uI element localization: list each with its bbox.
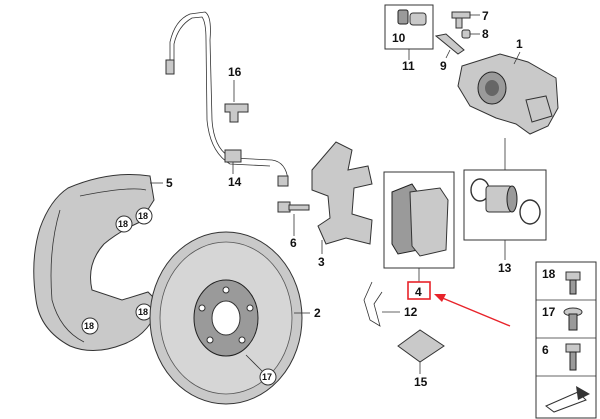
legend-bolt-17 <box>563 307 583 331</box>
anti-rattle-clip <box>363 281 383 327</box>
callout-15: 15 <box>414 375 428 389</box>
svg-text:18: 18 <box>138 307 148 317</box>
callout-4: 4 <box>415 285 422 299</box>
callout-17-disc: 17 <box>259 368 277 386</box>
callout-6: 6 <box>290 236 297 250</box>
brake-disc <box>149 231 303 405</box>
legend-18: 18 <box>542 267 556 281</box>
callout-1: 1 <box>516 37 523 51</box>
legend-bolt-18 <box>565 271 581 295</box>
callout-7: 7 <box>482 9 489 23</box>
legend-6: 6 <box>542 343 549 357</box>
highlight-arrow <box>434 294 511 327</box>
guide-sleeve <box>397 9 427 26</box>
dust-cap <box>461 29 471 39</box>
brake-pads <box>391 183 449 257</box>
callout-12: 12 <box>404 305 418 319</box>
callout-11: 11 <box>402 59 415 73</box>
callout-9: 9 <box>440 59 447 73</box>
legend-17: 17 <box>542 305 556 319</box>
piston-kit <box>470 178 541 225</box>
guide-pin <box>434 33 465 55</box>
caliper-carrier <box>311 141 373 245</box>
svg-text:18: 18 <box>138 211 148 221</box>
callout-18-upper-right: 18 <box>135 207 153 225</box>
repair-kit-bag <box>397 329 445 363</box>
callout-5: 5 <box>166 176 173 190</box>
hose-bracket <box>224 103 249 123</box>
legend-bolt-6 <box>565 343 581 371</box>
callout-18-lower-left: 18 <box>81 317 99 335</box>
bleeder-valve <box>451 11 471 29</box>
callout-18-upper-left: 18 <box>115 215 133 233</box>
callout-10: 10 <box>392 31 406 45</box>
callout-16: 16 <box>228 65 242 79</box>
svg-text:17: 17 <box>262 372 272 382</box>
brake-caliper <box>457 53 559 135</box>
callout-18-lower-right: 18 <box>135 303 153 321</box>
svg-text:18: 18 <box>84 321 94 331</box>
svg-text:18: 18 <box>118 219 128 229</box>
callout-13: 13 <box>498 261 512 275</box>
brake-hose <box>165 11 289 187</box>
highlight-box-4 <box>407 281 431 300</box>
callout-14: 14 <box>228 175 242 189</box>
callout-8: 8 <box>482 27 489 41</box>
legend-arrow-icon <box>545 386 590 413</box>
callout-3: 3 <box>318 255 325 269</box>
callout-2: 2 <box>314 306 321 320</box>
carrier-bolt <box>277 201 310 213</box>
